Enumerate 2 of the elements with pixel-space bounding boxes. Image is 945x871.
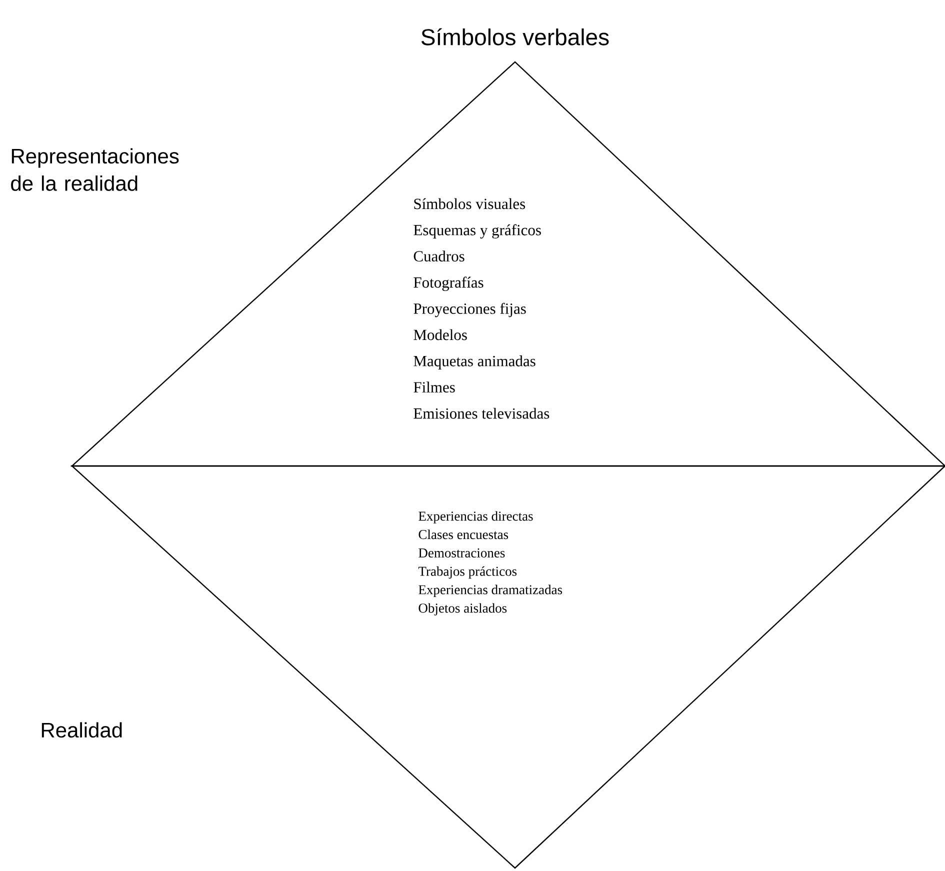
label: Realidad	[42, 722, 122, 738]
label: Representaciones de la realidad	[11, 148, 179, 191]
